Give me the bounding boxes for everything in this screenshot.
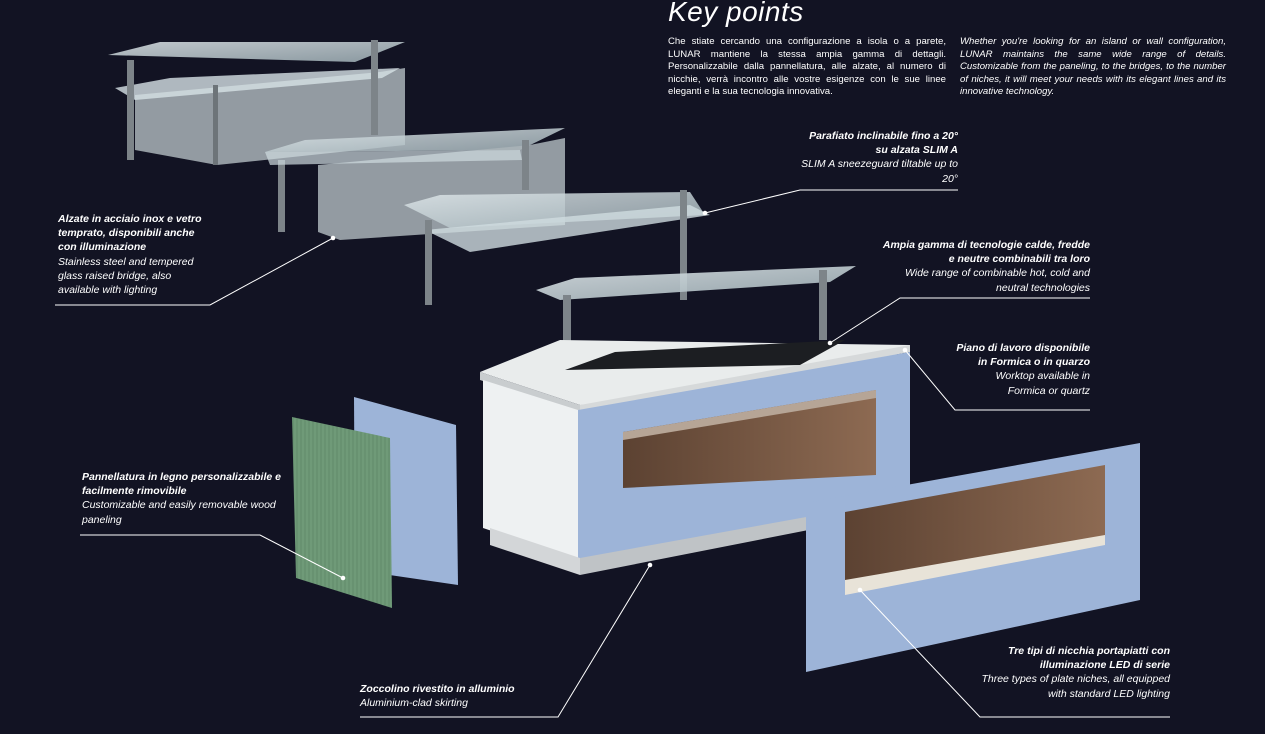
callout-niches-it: Tre tipi di nicchia portapiatti con illu… [1008,645,1170,672]
callout-sneezeguard-it: Parafiato inclinabile fino a 20° su alza… [809,130,958,157]
callout-technologies: Ampia gamma di tecnologie calde, fredde … [880,238,1090,295]
callout-niches: Tre tipi di nicchia portapiatti con illu… [975,644,1170,701]
intro-italian: Che stiate cercando una configurazione a… [668,36,946,98]
intro-english: Whether you're looking for an island or … [960,36,1226,98]
leader-dots [330,210,908,593]
callout-niches-en: Three types of plate niches, all equippe… [981,673,1170,700]
callout-bridges-it: Alzate in acciaio inox e vetro temprato,… [58,213,202,254]
callout-skirting: Zoccolino rivestito in alluminio Alumini… [360,682,560,710]
front-niche-panel-illustration [806,443,1140,672]
callout-bridges: Alzate in acciaio inox e vetro temprato,… [58,212,208,297]
callout-bridges-en: Stainless steel and tempered glass raise… [58,255,194,297]
callout-paneling-it: Pannellatura in legno personalizzabile e… [82,471,281,498]
callout-worktop-it: Piano di lavoro disponibile in Formica o… [956,342,1090,369]
bridge-3-illustration [404,190,710,305]
callout-sneezeguard: Parafiato inclinabile fino a 20° su alza… [800,129,958,186]
callout-skirting-en: Aluminium-clad skirting [360,697,468,710]
page-title: Key points [668,0,804,27]
callout-technologies-it: Ampia gamma di tecnologie calde, fredde … [882,239,1090,266]
leader-lines [55,189,1170,718]
callout-skirting-it: Zoccolino rivestito in alluminio [360,683,515,695]
callout-technologies-en: Wide range of combinable hot, cold and n… [905,267,1090,294]
callout-worktop: Piano di lavoro disponibile in Formica o… [955,341,1090,398]
callout-sneezeguard-en: SLIM A sneezeguard tiltable up to 20° [801,158,958,185]
callout-paneling-en: Customizable and easily removable wood p… [82,499,276,526]
callout-worktop-en: Worktop available in Formica or quartz [995,370,1090,397]
callout-paneling: Pannellatura in legno personalizzabile e… [82,470,282,527]
green-panel-illustration [292,417,392,608]
